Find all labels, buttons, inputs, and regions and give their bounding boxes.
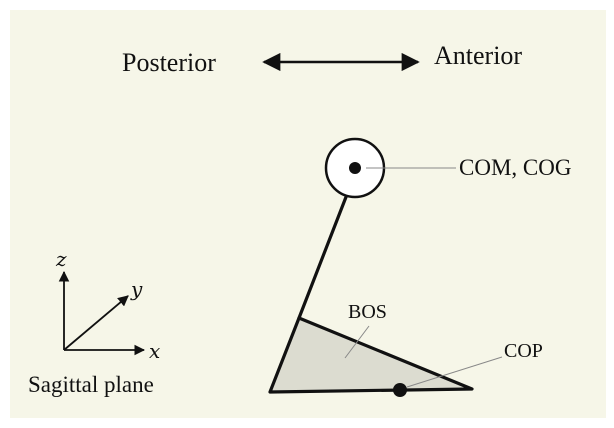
cop-label: COP (504, 340, 543, 362)
coordinate-axes: z y x (55, 247, 160, 363)
y-axis-label: y (130, 277, 143, 301)
cop-dot (393, 383, 407, 397)
x-axis-label: x (149, 339, 160, 363)
bos-leader-line (344, 325, 370, 359)
com-cog-label: COM, COG (459, 155, 571, 180)
com-dot (349, 162, 361, 174)
z-axis-label: z (55, 247, 67, 271)
posterior-label: Posterior (122, 48, 216, 77)
anterior-label: Anterior (434, 41, 522, 70)
body-segment-line (297, 195, 348, 320)
sagittal-plane-label: Sagittal plane (28, 372, 154, 397)
cop-leader-line (406, 356, 503, 388)
y-axis-line (63, 295, 129, 351)
base-of-support-region (268, 316, 474, 394)
bos-label: BOS (348, 301, 387, 323)
